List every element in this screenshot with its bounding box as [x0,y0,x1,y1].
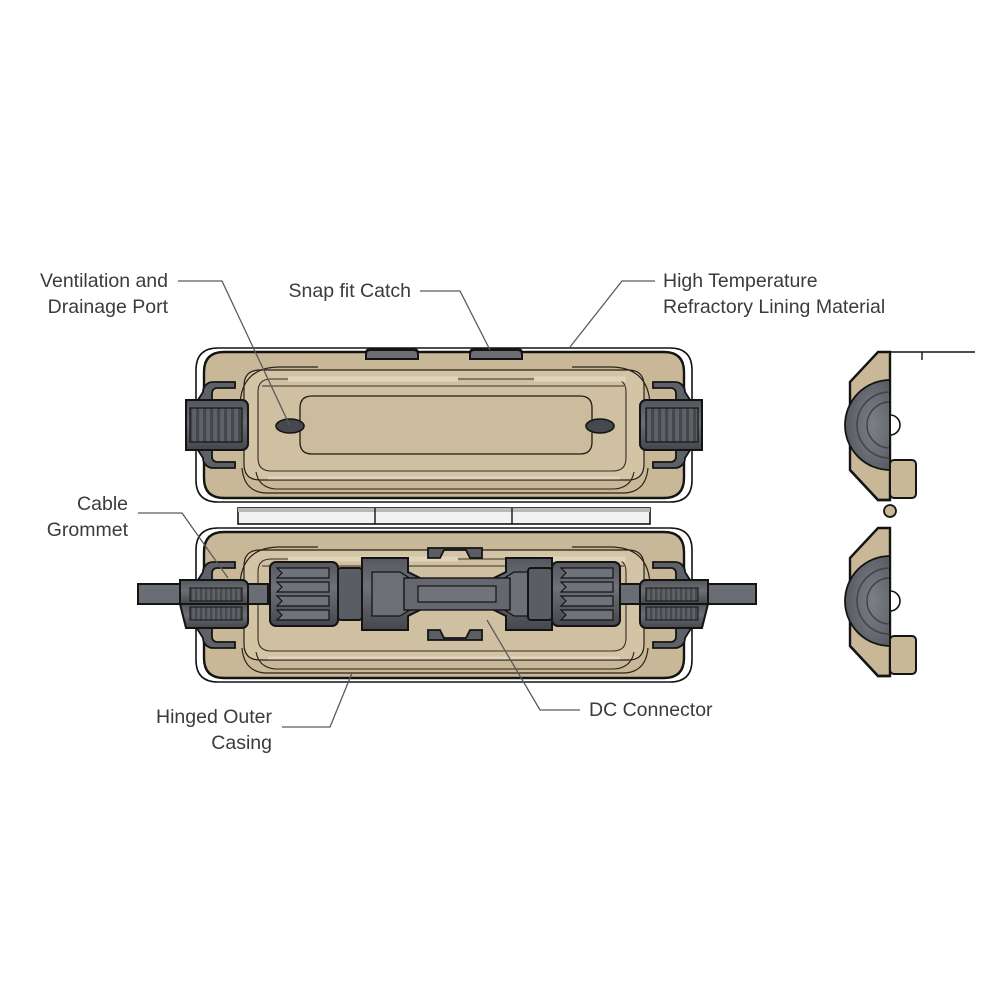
lower-corner-sweep-tr [572,546,651,585]
grommet-ul-flange-bottom [194,446,236,469]
lower-corner-sweep-br [623,647,649,674]
nut-left-ridge-4 [275,609,330,621]
leader-ventilation [178,280,291,427]
grommet-ul-flange-top [194,381,236,404]
label-line: Drainage Port [48,296,169,318]
connector-coupling-core [417,585,497,603]
side-upper-grommet-ring-1 [856,391,891,459]
side-lower-latch-tab [889,635,917,675]
grommet-lr-flange-bottom [652,626,694,649]
side-hinge-pin [883,504,897,518]
side-view-upper-half [844,350,975,502]
side-upper-cable-bore [889,414,901,436]
nut-right-ridge-2 [559,581,614,593]
side-lower-grommet-ring-1 [856,567,891,635]
lower-corner-sweep-br2 [613,651,635,670]
nut-left-ridge-3 [275,595,330,607]
leader-snapfit [420,290,491,351]
label-line: DC Connector [589,699,713,721]
leader-lines [138,280,655,728]
label-line: High Temperature [663,270,818,292]
lower-casing-half [137,527,757,683]
nut-left-ridge-1 [275,567,330,579]
label-line: Hinged Outer [156,706,272,728]
grommet-ur-rib-frame [645,407,699,443]
threaded-nut-right [527,561,621,627]
grommet-ll-ribs-bottom [189,606,243,621]
grommet-ur-flange-top [652,381,694,404]
leader-cable-grommet [138,512,229,579]
grommet-ll-ribs-top [189,587,243,602]
nut-right-ridge-1 [559,567,614,579]
cable-grommet-lower-right [639,561,710,649]
hinge-strip [237,507,651,525]
corner-sweep-tl [239,366,318,405]
grommet-ur-flange-bottom [652,446,694,469]
grommet-ul-ribs [190,408,242,442]
nut-right-shoulder [527,567,553,621]
lower-corner-sweep-tl [239,546,318,585]
corner-sweep-bl2 [255,471,614,490]
nut-left-ridge-2 [275,581,330,593]
upper-shell-outline [195,347,693,503]
leader-dc-connector [486,619,580,711]
leader-refractory [569,280,655,348]
label-line: Refractory Lining Material [663,296,885,318]
grommet-lr-flange-top [652,561,694,584]
cable-grommet-upper-right [639,381,703,469]
side-lower-cable-bore [889,590,901,612]
label-dc-connector: DC Connector [589,699,713,721]
grommet-lr-ribs-bottom [645,606,699,621]
grommet-ll-flange-top [194,561,236,584]
label-line: Casing [211,732,272,754]
label-line: Ventilation and [40,270,168,292]
grommet-ul-rib-frame [189,407,243,443]
nut-left-shoulder [337,567,363,621]
label-line: Grommet [47,519,129,541]
label-line: Snap fit Catch [289,280,411,302]
corner-sweep-tr [572,366,651,405]
label-snap-fit-catch: Snap fit Catch [289,280,411,302]
nut-right-ridge-3 [559,595,614,607]
hinge-strip-shade [238,508,650,512]
side-upper-grommet-ring-2 [866,401,891,449]
corner-sweep-bl [241,467,624,494]
upper-inner-cavity [299,395,593,455]
lower-corner-sweep-bl [241,647,624,674]
lower-corner-sweep-bl2 [255,651,614,670]
grommet-ur-ribs [646,408,698,442]
corner-sweep-br2 [613,471,635,490]
side-lower-lower-edge [849,645,890,678]
cable-grommet-upper-left [185,381,249,469]
side-upper-lower-edge [849,469,890,502]
lower-shell-outline [195,527,693,683]
side-upper-latch-tab [889,459,917,499]
upper-lid-half [185,347,703,503]
dc-connector-assembly [269,547,621,641]
grommet-ll-flange-bottom [194,626,236,649]
grommet-lr-ribs-top [645,587,699,602]
label-line: Cable [77,493,128,515]
snap-fit-catch-right [469,349,523,360]
cable-grommet-lower-left [178,561,249,649]
connector-latch-bottom [427,629,483,641]
side-lower-grommet-ring-2 [866,577,891,625]
nut-right-ridge-4 [559,609,614,621]
side-view-lower-half [844,526,917,678]
corner-sweep-br [623,467,649,494]
leader-hinged-casing [282,672,353,728]
snap-fit-catch-left [365,349,419,360]
connector-latch-top [427,547,483,559]
side-view [844,350,975,678]
threaded-nut-left [269,561,363,627]
ventilation-drainage-port-right [585,418,615,434]
